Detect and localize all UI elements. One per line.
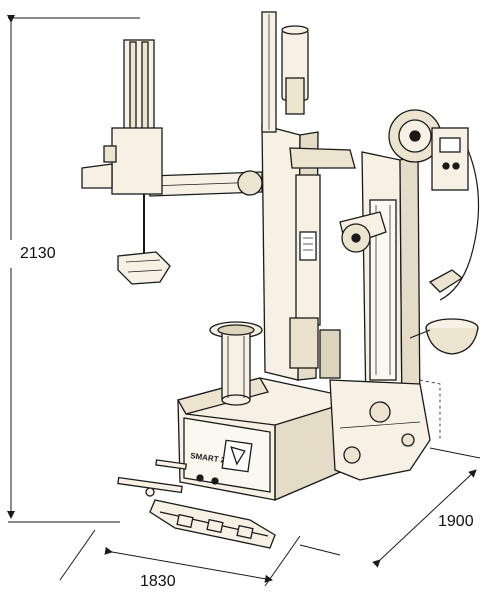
control-box (431, 127, 469, 191)
base-plate (149, 499, 276, 549)
height-dimension (7, 15, 140, 523)
cross-head (289, 147, 356, 169)
horizontal-arm (149, 170, 263, 197)
bead-pusher-icon (117, 251, 171, 285)
turntable-pillar (209, 321, 263, 406)
main-cabinet: SMART 2 (177, 377, 346, 501)
pedal-middle (206, 518, 224, 534)
air-hose (439, 149, 480, 301)
width-label: 1830 (140, 573, 176, 590)
column-label (299, 231, 317, 261)
bead-breaker-body (329, 379, 431, 481)
depth-arrow (372, 469, 477, 568)
lift-head (111, 127, 163, 195)
height-label: 2130 (20, 245, 56, 262)
pedal-left (176, 513, 194, 529)
arm-pivot (237, 170, 263, 196)
control-knob (196, 474, 204, 482)
lower-guard (289, 317, 319, 369)
left-lift-unit (81, 39, 171, 285)
width-dimension (59, 529, 301, 587)
warning-label (221, 439, 253, 473)
bead-breaker-lever (117, 459, 188, 497)
pedal-right (236, 524, 254, 540)
width-arrow (104, 546, 273, 583)
depth-dimension (299, 447, 481, 568)
depth-extension-back (429, 447, 481, 459)
lift-handle (81, 163, 113, 189)
main-column (261, 11, 356, 381)
hidden-outline (419, 379, 441, 440)
width-extension-left (59, 529, 96, 581)
bead-tool (428, 269, 464, 293)
depth-extension-front (299, 544, 341, 556)
right-assist-column (339, 109, 480, 421)
depth-label: 1900 (438, 513, 474, 530)
